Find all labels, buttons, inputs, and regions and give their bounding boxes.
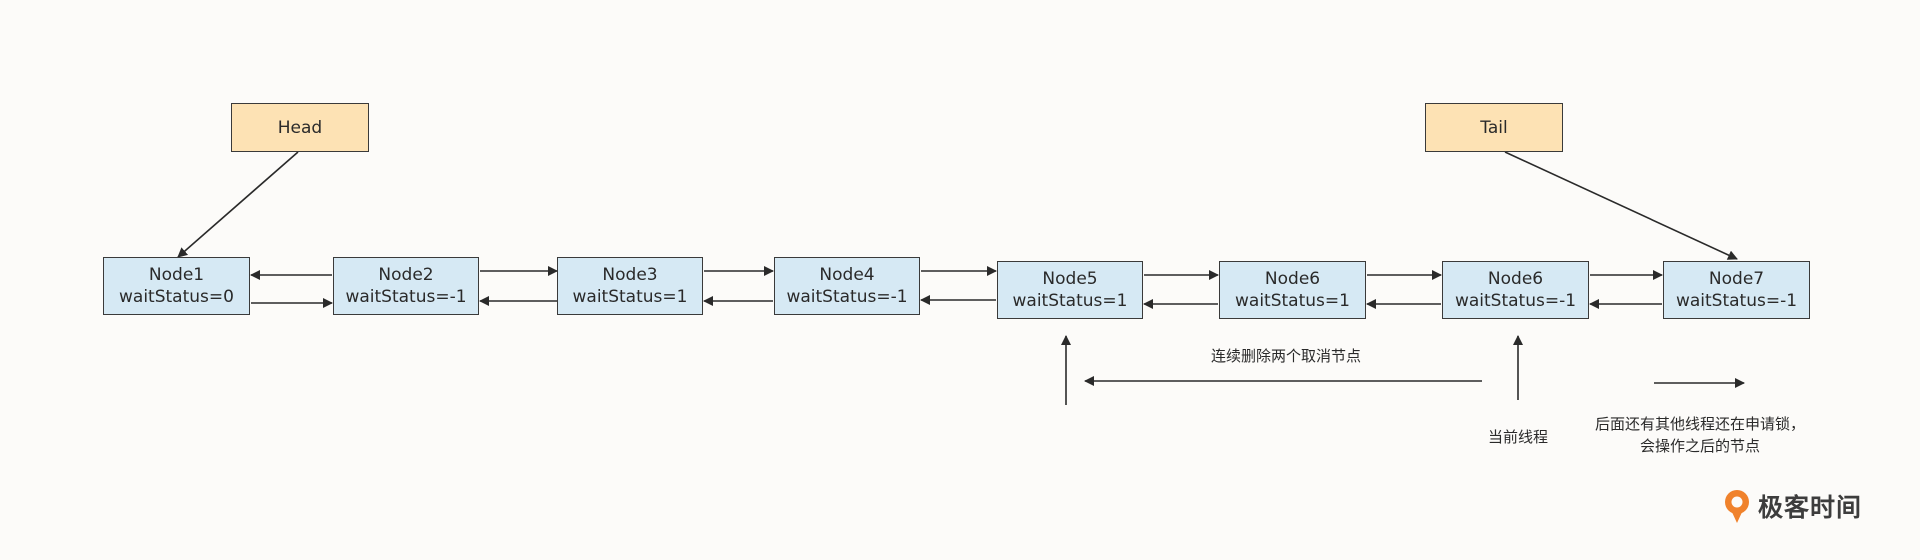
node-6b: Node6 waitStatus=-1 — [1442, 261, 1589, 319]
watermark-text: 极客时间 — [1758, 493, 1863, 522]
head-pointer: Head — [231, 103, 369, 152]
node-name: Node5 — [1042, 269, 1098, 289]
arrow-head-to-node1 — [177, 151, 299, 258]
node-5: Node5 waitStatus=1 — [997, 261, 1143, 319]
node-6: Node6 waitStatus=1 — [1219, 261, 1366, 319]
node-4: Node4 waitStatus=-1 — [774, 257, 920, 315]
other-threads-line2: 会操作之后的节点 — [1639, 437, 1760, 455]
node-name: Node3 — [602, 265, 658, 285]
node-3: Node3 waitStatus=1 — [557, 257, 703, 315]
node-status: waitStatus=-1 — [1454, 291, 1577, 311]
current-thread-label: 当前线程 — [1487, 428, 1548, 446]
node-2: Node2 waitStatus=-1 — [333, 257, 479, 315]
other-threads-line1: 后面还有其他线程还在申请锁， — [1594, 415, 1805, 433]
other-threads-label: 后面还有其他线程还在申请锁， 会操作之后的节点 — [1585, 413, 1815, 457]
head-label: Head — [277, 117, 323, 138]
node-status: waitStatus=1 — [1012, 291, 1128, 311]
node-1: Node1 waitStatus=0 — [103, 257, 250, 315]
tail-pointer: Tail — [1425, 103, 1563, 152]
node-name: Node6 — [1487, 269, 1544, 289]
node-name: Node4 — [819, 265, 875, 285]
watermark: 极客时间 — [1722, 488, 1862, 524]
node-name: Node7 — [1708, 269, 1765, 289]
node-name: Node2 — [378, 265, 434, 285]
node-status: waitStatus=0 — [119, 287, 234, 307]
tail-label: Tail — [1480, 117, 1508, 138]
node-status: waitStatus=1 — [1235, 291, 1350, 311]
remove-two-label: 连续删除两个取消节点 — [1210, 347, 1361, 365]
arrow-tail-to-node7 — [1504, 151, 1738, 260]
node-status: waitStatus=-1 — [1675, 291, 1798, 311]
node-name: Node6 — [1264, 269, 1321, 289]
geektime-logo-icon — [1725, 490, 1749, 523]
node-status: waitStatus=-1 — [345, 287, 467, 307]
node-status: waitStatus=1 — [572, 287, 688, 307]
node-name: Node1 — [148, 265, 205, 285]
node-status: waitStatus=-1 — [786, 287, 908, 307]
node-7: Node7 waitStatus=-1 — [1663, 261, 1810, 319]
